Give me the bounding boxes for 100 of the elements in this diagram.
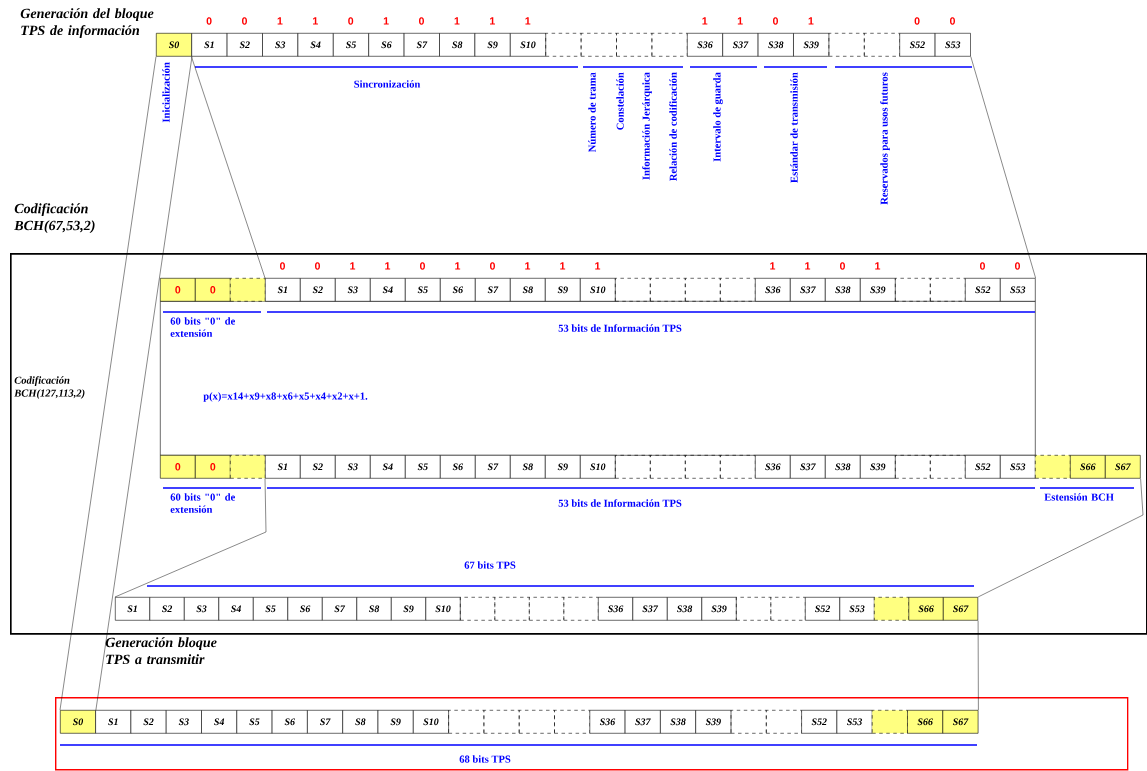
connector-line	[977, 478, 1144, 598]
bit-cell: S9	[377, 710, 414, 734]
formula-text: p(x)=x14+x9+x8+x6+x5+x4+x2+x+1.	[203, 392, 368, 402]
bit-cell: S3	[335, 278, 371, 302]
bit-cell: S8	[510, 278, 546, 302]
bit-cell: S1	[265, 455, 301, 479]
bit-cell: S10	[510, 33, 546, 57]
bit-value: 0	[315, 262, 320, 270]
bit-value: 1	[277, 17, 283, 25]
bit-cell: S37	[790, 455, 826, 479]
empty-cell	[616, 33, 653, 57]
bit-cell: S39	[701, 597, 737, 621]
bit-value: 1	[770, 262, 776, 270]
empty-cell	[685, 455, 721, 479]
connector-line	[95, 56, 193, 711]
empty-cell	[518, 710, 555, 734]
field-label: Número de trama	[588, 72, 596, 153]
bit-value: 1	[595, 262, 601, 270]
connector-line	[977, 620, 979, 711]
bit-cell: S10	[580, 455, 616, 479]
bit-cell: S8	[342, 710, 379, 734]
empty-cell	[494, 597, 530, 621]
bit-cell: S5	[333, 33, 369, 57]
bit-cell: S10	[425, 597, 461, 621]
connector-line	[970, 56, 1036, 279]
bit-cell: 0	[160, 455, 196, 479]
section-heading: Generación del bloque TPS de información	[20, 8, 154, 38]
field-label: 60 bits "0" de extensión	[170, 493, 235, 513]
bit-cell: S6	[368, 33, 405, 57]
bit-value: 1	[875, 262, 881, 270]
bit-cell: S66	[908, 597, 944, 621]
bit-value: 0	[206, 17, 212, 25]
bit-value: 1	[702, 17, 708, 25]
bit-cell: S38	[757, 33, 794, 57]
field-label: Relación de codificación	[669, 72, 677, 181]
bit-cell: S38	[667, 597, 703, 621]
bit-cell: S1	[115, 597, 151, 621]
field-label: 53 bits de Información TPS	[558, 499, 682, 507]
bit-value: 1	[313, 17, 318, 25]
field-label: 53 bits de Información TPS	[558, 324, 682, 332]
bit-cell: S9	[545, 278, 581, 302]
bit-cell: S10	[580, 278, 616, 302]
empty-cell	[483, 710, 520, 734]
bit-cell: S52	[805, 597, 841, 621]
field-label: Reservados para usos futuros	[880, 72, 890, 205]
bit-cell: S53	[1000, 455, 1036, 479]
bit-cell: S6	[440, 455, 476, 479]
bit-cell: S1	[191, 33, 228, 57]
bit-cell: S8	[356, 597, 392, 621]
bit-cell: S52	[899, 33, 936, 57]
bit-value: 1	[805, 262, 811, 270]
section-heading: Codificación BCH(127,113,2)	[14, 376, 85, 399]
bit-cell: S2	[226, 33, 263, 57]
field-label: Sincronización	[354, 80, 421, 88]
bit-cell: S38	[825, 455, 861, 479]
bit-cell: S9	[474, 33, 511, 57]
bit-cell: S2	[130, 710, 167, 734]
bit-cell: S38	[660, 710, 696, 734]
empty-cell	[685, 278, 721, 302]
bit-cell: 0	[160, 278, 196, 302]
bit-cell: S39	[793, 33, 830, 57]
bit-cell: S36	[687, 33, 723, 57]
bit-value: 1	[454, 17, 460, 25]
bit-cell: 0	[195, 455, 231, 479]
field-label: Estándar de transmisión	[790, 72, 798, 183]
bit-cell: S8	[439, 33, 476, 57]
bit-value: 0	[950, 17, 955, 25]
bit-cell: S5	[253, 597, 289, 621]
connector-line	[191, 56, 266, 279]
bit-cell: S7	[322, 597, 358, 621]
field-label: 68 bits TPS	[459, 755, 511, 763]
bit-value: 0	[980, 262, 985, 270]
bit-cell: S67	[943, 597, 979, 621]
bit-cell: S67	[942, 710, 979, 734]
bit-cell: S4	[370, 455, 406, 479]
bit-cell: S66	[1070, 455, 1106, 479]
bit-cell: S2	[300, 455, 336, 479]
bit-cell: S7	[475, 278, 511, 302]
bit-cell: S9	[391, 597, 427, 621]
bit-cell: S4	[201, 710, 238, 734]
bit-value: 0	[490, 262, 495, 270]
bit-cell: S53	[839, 597, 875, 621]
bit-cell: S6	[271, 710, 308, 734]
field-label: Constelación	[616, 72, 624, 130]
bit-cell: S4	[370, 278, 406, 302]
bit-cell: S39	[860, 278, 896, 302]
bit-value: 0	[348, 17, 354, 25]
bit-cell: S1	[95, 710, 132, 734]
bit-cell: S52	[965, 455, 1001, 479]
bit-cell: S1	[265, 278, 301, 302]
bit-cell: S7	[307, 710, 343, 734]
field-label: Estensión BCH	[1044, 493, 1114, 501]
bit-cell: S66	[907, 710, 944, 734]
bit-cell: S53	[934, 33, 971, 57]
empty-cell	[529, 597, 565, 621]
field-label: 60 bits "0" de extensión	[170, 317, 235, 337]
bit-cell: S38	[825, 278, 861, 302]
bit-cell: S4	[297, 33, 334, 57]
bit-value: 1	[737, 17, 743, 25]
bit-cell: S8	[510, 455, 546, 479]
